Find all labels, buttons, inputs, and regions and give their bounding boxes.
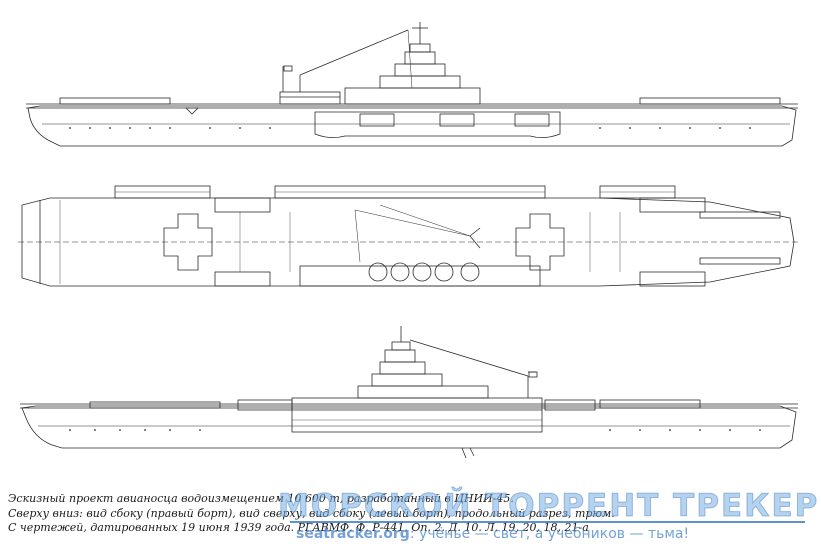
- caption-line-1: Эскизный проект авианосца водоизмещением…: [8, 492, 514, 505]
- caption-line-3: С чертежей, датированных 19 июня 1939 го…: [8, 521, 589, 534]
- side-view-port: [20, 326, 798, 459]
- top-view: [18, 185, 798, 287]
- caption-line-2: Сверху вниз: вид сбоку (правый борт), ви…: [8, 506, 615, 520]
- watermark-slogan: : учёнье — свет, а учебников — тьма!: [409, 526, 690, 542]
- watermark-subtitle: seatracker.org: учёнье — свет, а учебник…: [296, 526, 716, 542]
- watermark-title: МОРСКОЙ ТОРРЕНТ ТРЕКЕР: [278, 488, 820, 525]
- watermark-site[interactable]: seatracker.org: [296, 526, 410, 542]
- side-view-starboard: [26, 22, 798, 147]
- watermark-divider: [290, 521, 805, 523]
- ship-drawing: [18, 22, 798, 459]
- caption: Эскизный проект авианосца водоизмещением…: [8, 492, 808, 536]
